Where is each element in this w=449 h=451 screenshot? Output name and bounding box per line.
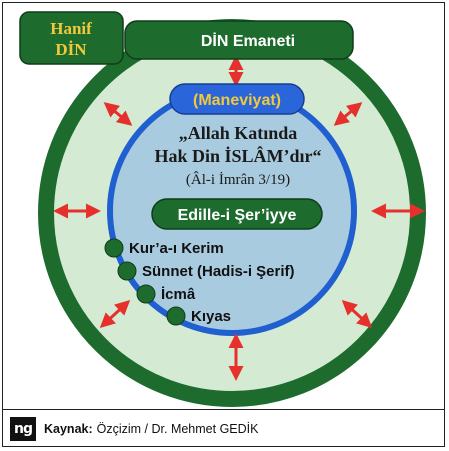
quote-line2: Hak Din İSLÂM’dır“ [154,145,321,166]
footer: ng Kaynak: Özçizim / Dr. Mehmet GEDİK [2,409,445,447]
maneviyat-label: (Maneviyat) [193,92,281,109]
hanif-box [19,11,124,65]
source-item-3: Kıyas [191,308,231,325]
source-bullet-2 [136,284,156,304]
quote-reference: (Âl-i İmrân 3/19) [186,171,290,188]
arrow-bottom-left [99,299,131,329]
source-bullet-3 [166,306,186,326]
edille-label: Edille-i Şer’iyye [178,207,297,224]
sources-list: Kur’a-ı Kerim Sünnet (Hadis-i Şerif) İcm… [104,238,295,326]
arrow-top-left [103,102,133,126]
hanif-label-line2: DİN [55,40,87,59]
source-item-2: İcmâ [161,286,196,303]
source-text: Özçizim / Dr. Mehmet GEDİK [96,421,259,436]
source-label: Kaynak: [44,421,93,436]
source-item-0: Kur’a-ı Kerim [129,240,224,257]
emanet-banner [124,20,354,60]
maneviyat-pill [169,83,305,115]
emanet-label: DİN Emaneti [201,32,295,50]
arrow-top-right [333,102,363,126]
source-bullet-0 [104,238,124,258]
ng-logo: ng [10,416,36,441]
arrows [53,55,425,381]
arrow-bottom-right [341,299,373,329]
quote-line1: „Allah Katında [179,123,298,143]
source-bullet-1 [117,261,137,281]
edille-pill [151,198,323,230]
hanif-label-line1: Hanif [50,19,92,38]
source-item-1: Sünnet (Hadis-i Şerif) [142,263,295,280]
